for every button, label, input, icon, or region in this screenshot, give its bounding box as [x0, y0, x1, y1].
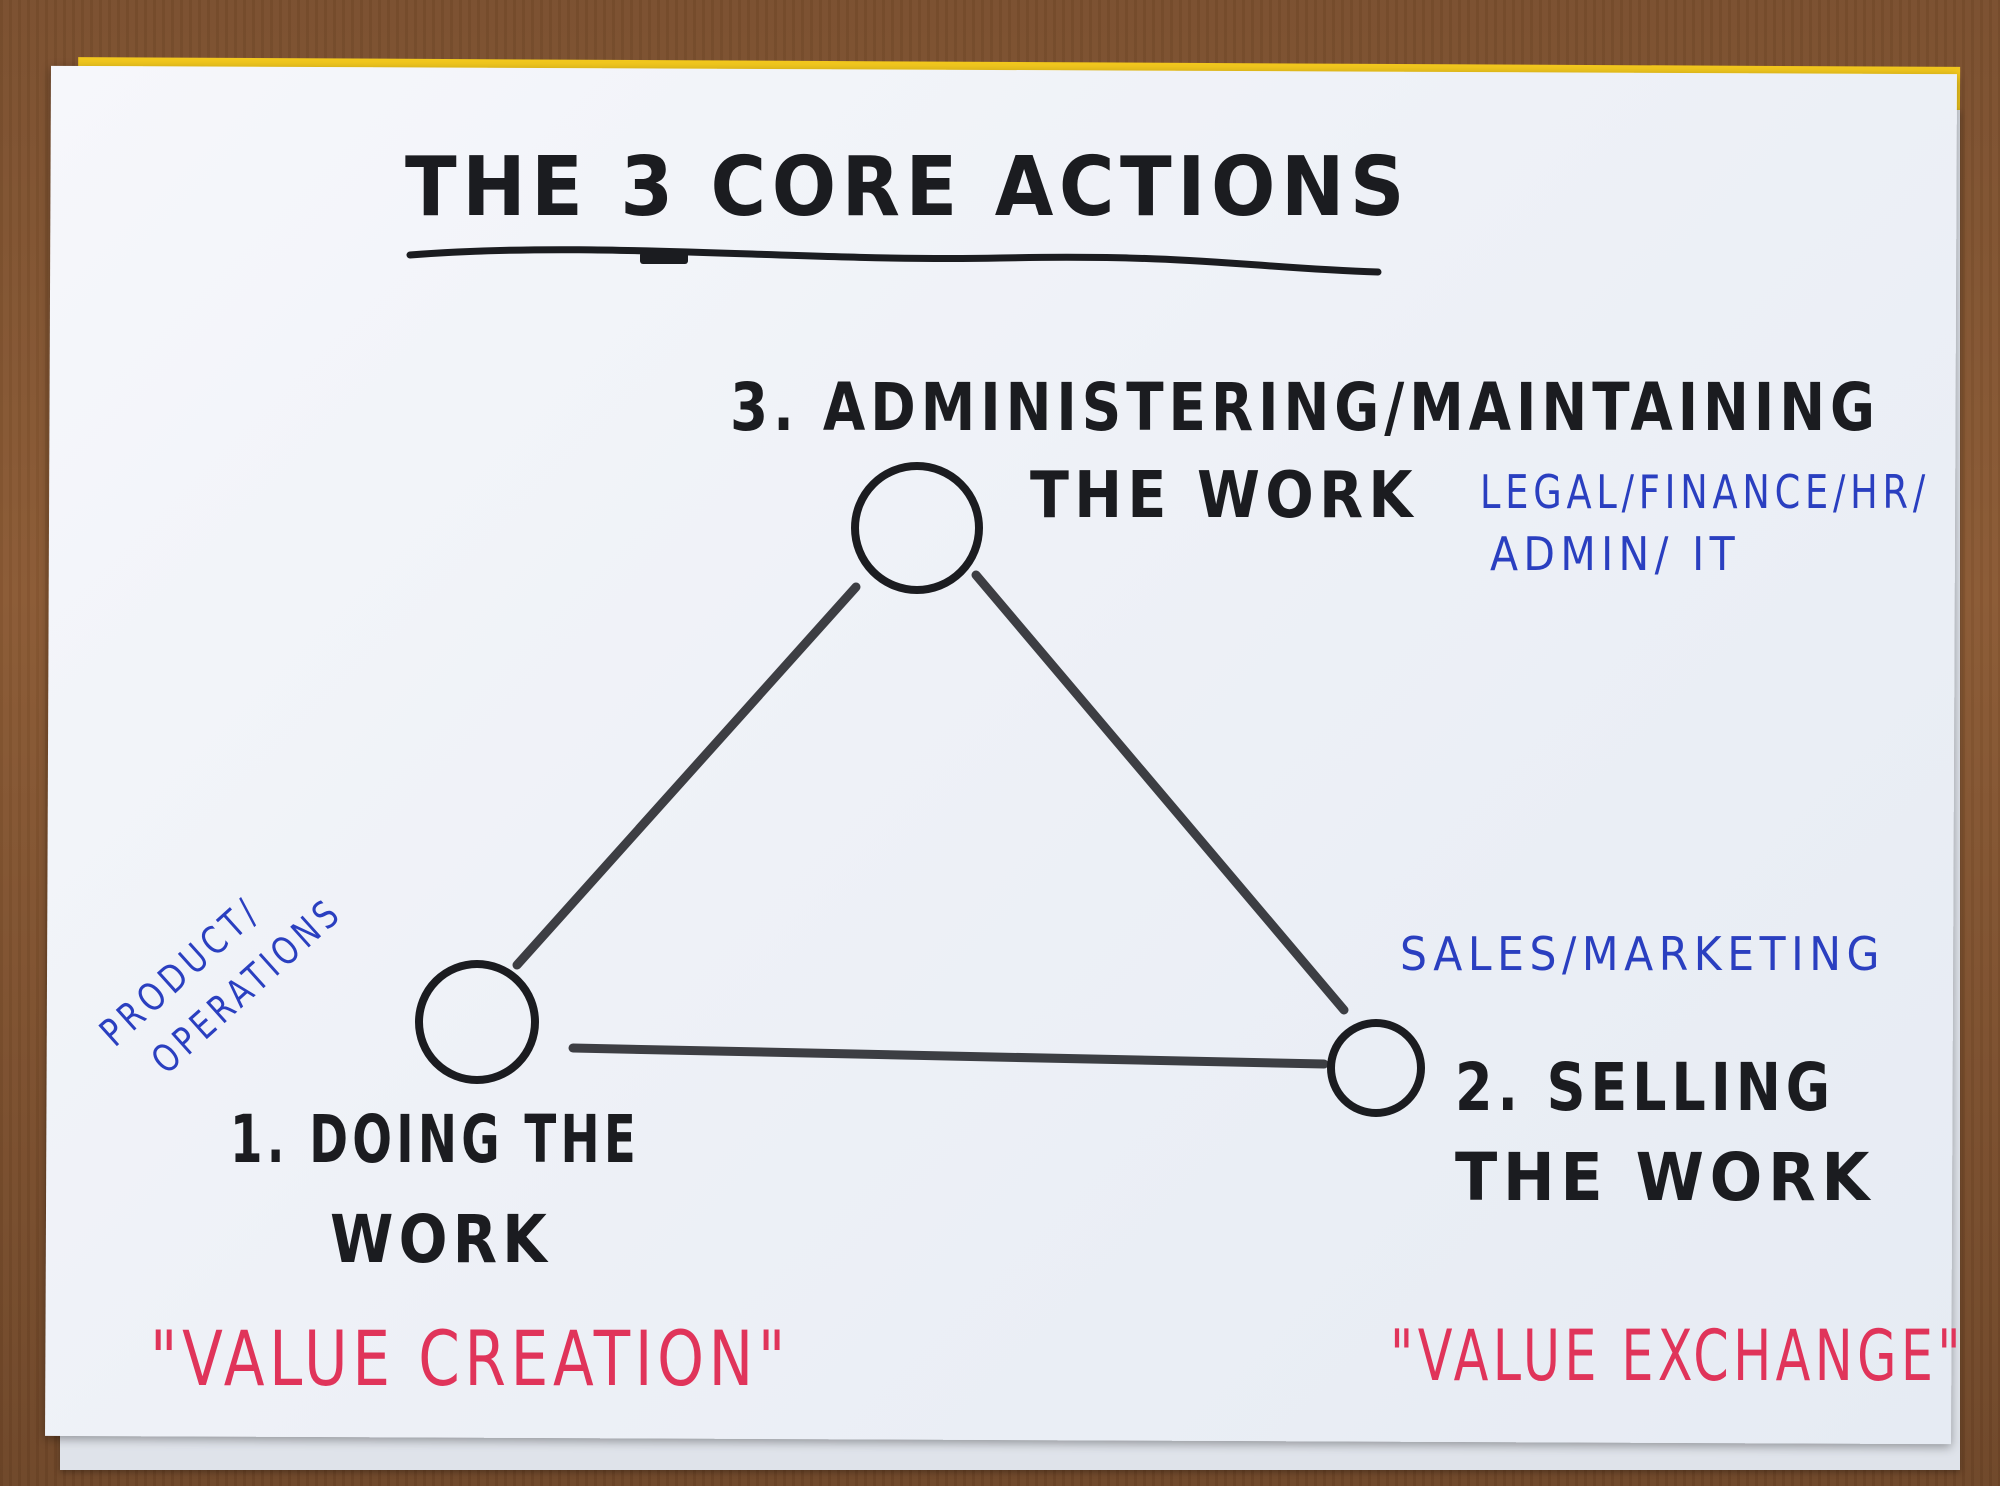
node-selling [1327, 1019, 1425, 1117]
administering-label-line1: 3. ADMINISTERING/MAINTAINING [730, 369, 1880, 446]
diagram-title: THE 3 CORE ACTIONS [405, 140, 1410, 235]
selling-label-line1: 2. SELLING [1455, 1049, 1835, 1126]
selling-value-label: "VALUE EXCHANGE" [1390, 1315, 1965, 1397]
edge-administering-selling [971, 570, 1349, 1015]
doing-value-label: "VALUE CREATION" [150, 1314, 790, 1403]
edge-administering-doing [512, 582, 861, 970]
selling-department-label: SALES/MARKETING [1400, 927, 1885, 981]
doing-label-line2: WORK [330, 1201, 552, 1278]
title-underline-mark [640, 252, 688, 264]
edge-doing-selling [568, 1043, 1329, 1069]
administering-label-line2: THE WORK [1030, 459, 1418, 533]
node-doing [415, 960, 539, 1084]
doing-label-line1: 1. DOING THE [230, 1101, 640, 1178]
title-underline [406, 246, 1382, 276]
node-administering [851, 462, 983, 594]
selling-label-line2: THE WORK [1455, 1139, 1875, 1216]
doing-department: PRODUCT/ OPERATIONS [91, 888, 350, 1082]
administering-department-line2: ADMIN/ IT [1490, 527, 1740, 581]
administering-department-line1: LEGAL/FINANCE/HR/ [1480, 465, 1930, 519]
